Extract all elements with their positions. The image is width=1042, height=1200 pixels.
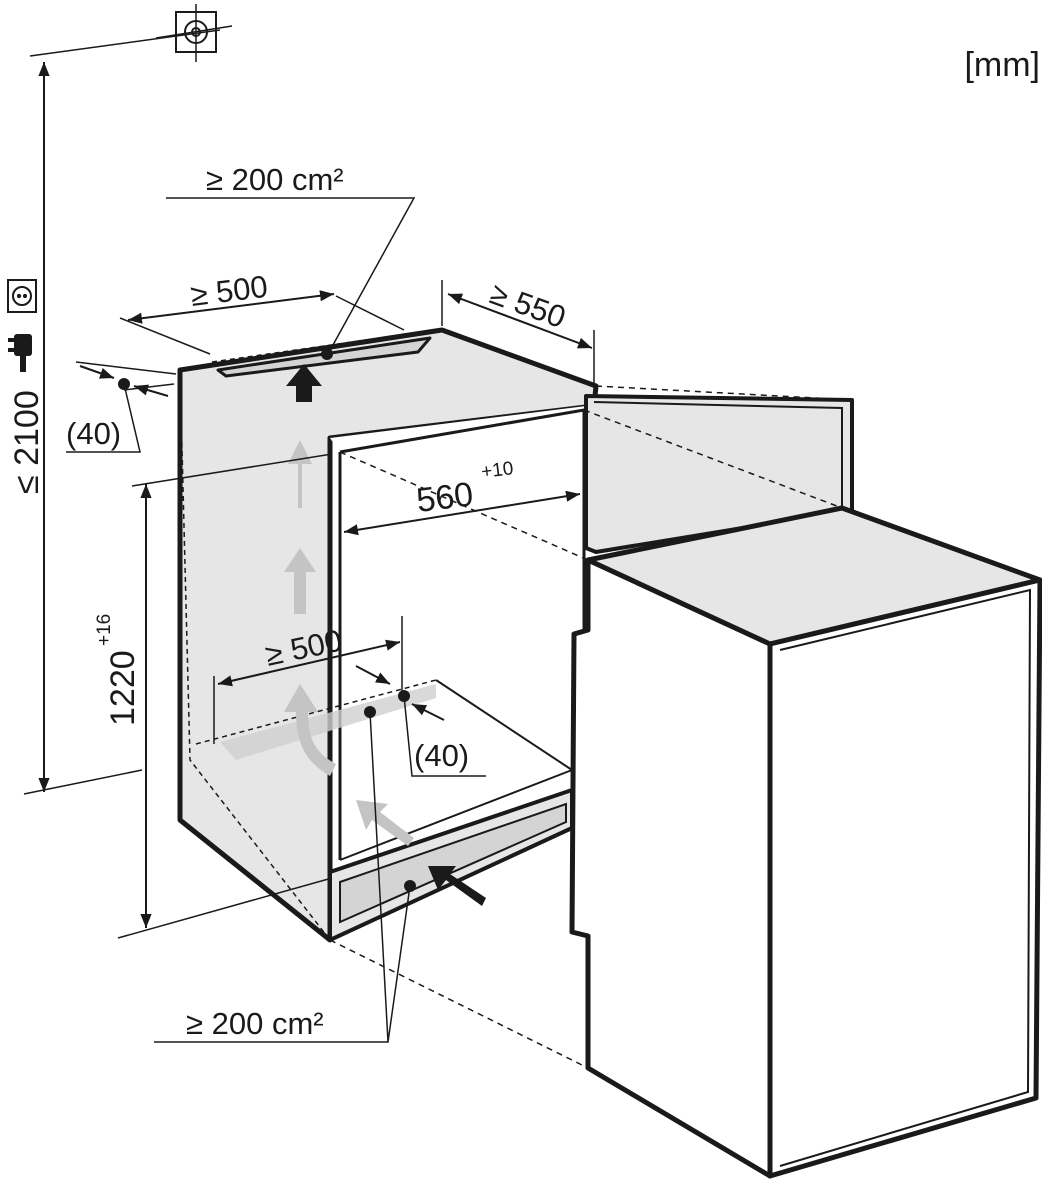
top-vent-width-label: ≥ 500: [189, 269, 270, 313]
niche-floor-edge: [339, 679, 573, 861]
bottom-vent-area-label: ≥ 200 cm²: [186, 1006, 324, 1041]
leader-dots: [118, 348, 416, 892]
top-vent-width-dim: [127, 290, 335, 324]
bottom-vent-width-dim: [217, 639, 401, 687]
plinth-vent-dot: [404, 880, 416, 892]
niche-back-wall: [330, 406, 586, 860]
bottom-vent-dot: [364, 706, 376, 718]
airflow-arrow-icon: [284, 684, 336, 776]
plug-icon: [8, 334, 32, 372]
niche-bottom-extension: [117, 877, 333, 939]
top-offset-dot: [118, 378, 130, 390]
top-depth-label: ≥ 550: [486, 276, 571, 335]
niche-width-dim: [343, 490, 581, 536]
top-offset-leader: [66, 383, 141, 453]
niche-height-tolerance: +16: [94, 614, 115, 646]
niche-width-label: 560: [414, 475, 475, 520]
diagram-labels: [mm] ≥ 200 cm² ≥ 500 ≥ 550 (40) 560 +10 …: [8, 46, 1040, 1041]
ceiling-outlet-icon: [155, 4, 233, 62]
units-label: [mm]: [964, 46, 1040, 84]
bottom-offset-leader: [403, 695, 486, 777]
dimension-lines: [23, 29, 595, 1043]
top-offset-label: (40): [66, 416, 121, 451]
bottom-offset-dot: [398, 690, 410, 702]
total-height-label: ≤ 2100: [8, 390, 46, 494]
floor-extension: [23, 769, 143, 795]
top-vent-dot: [321, 348, 333, 360]
front-inner-edge: [779, 588, 1032, 1167]
airflow-arrows: [284, 364, 486, 906]
niche-width-tolerance: +10: [480, 458, 515, 483]
rear-vent-channel: [220, 684, 436, 760]
airflow-arrow-icon: [288, 440, 312, 508]
top-area-leader: [166, 197, 416, 355]
appliance-side: [569, 557, 773, 1179]
ceiling-extension: [29, 29, 221, 57]
airflow-out-arrow-icon: [286, 364, 322, 402]
cabinet-niche: [177, 327, 599, 943]
socket-icon: [7, 279, 37, 313]
bottom-offset-label: (40): [414, 738, 469, 773]
top-offset-dim: [79, 365, 115, 379]
airflow-arrow-icon: [356, 800, 414, 846]
airflow-in-arrow-icon: [428, 866, 486, 906]
top-vent-area-label: ≥ 200 cm²: [206, 162, 344, 197]
bottom-area-leader: [154, 711, 411, 1043]
niche-height-label: 1220: [104, 650, 142, 726]
appliance-front: [767, 577, 1042, 1179]
appliance: [329, 385, 1042, 1179]
door-edge: [593, 401, 843, 510]
top-depth-dim: [447, 293, 593, 349]
bottom-vent-slot: [339, 802, 567, 924]
niche-top-extension: [131, 453, 333, 487]
cabinet-hidden-edges: [179, 329, 437, 941]
airflow-arrow-icon: [284, 548, 316, 614]
